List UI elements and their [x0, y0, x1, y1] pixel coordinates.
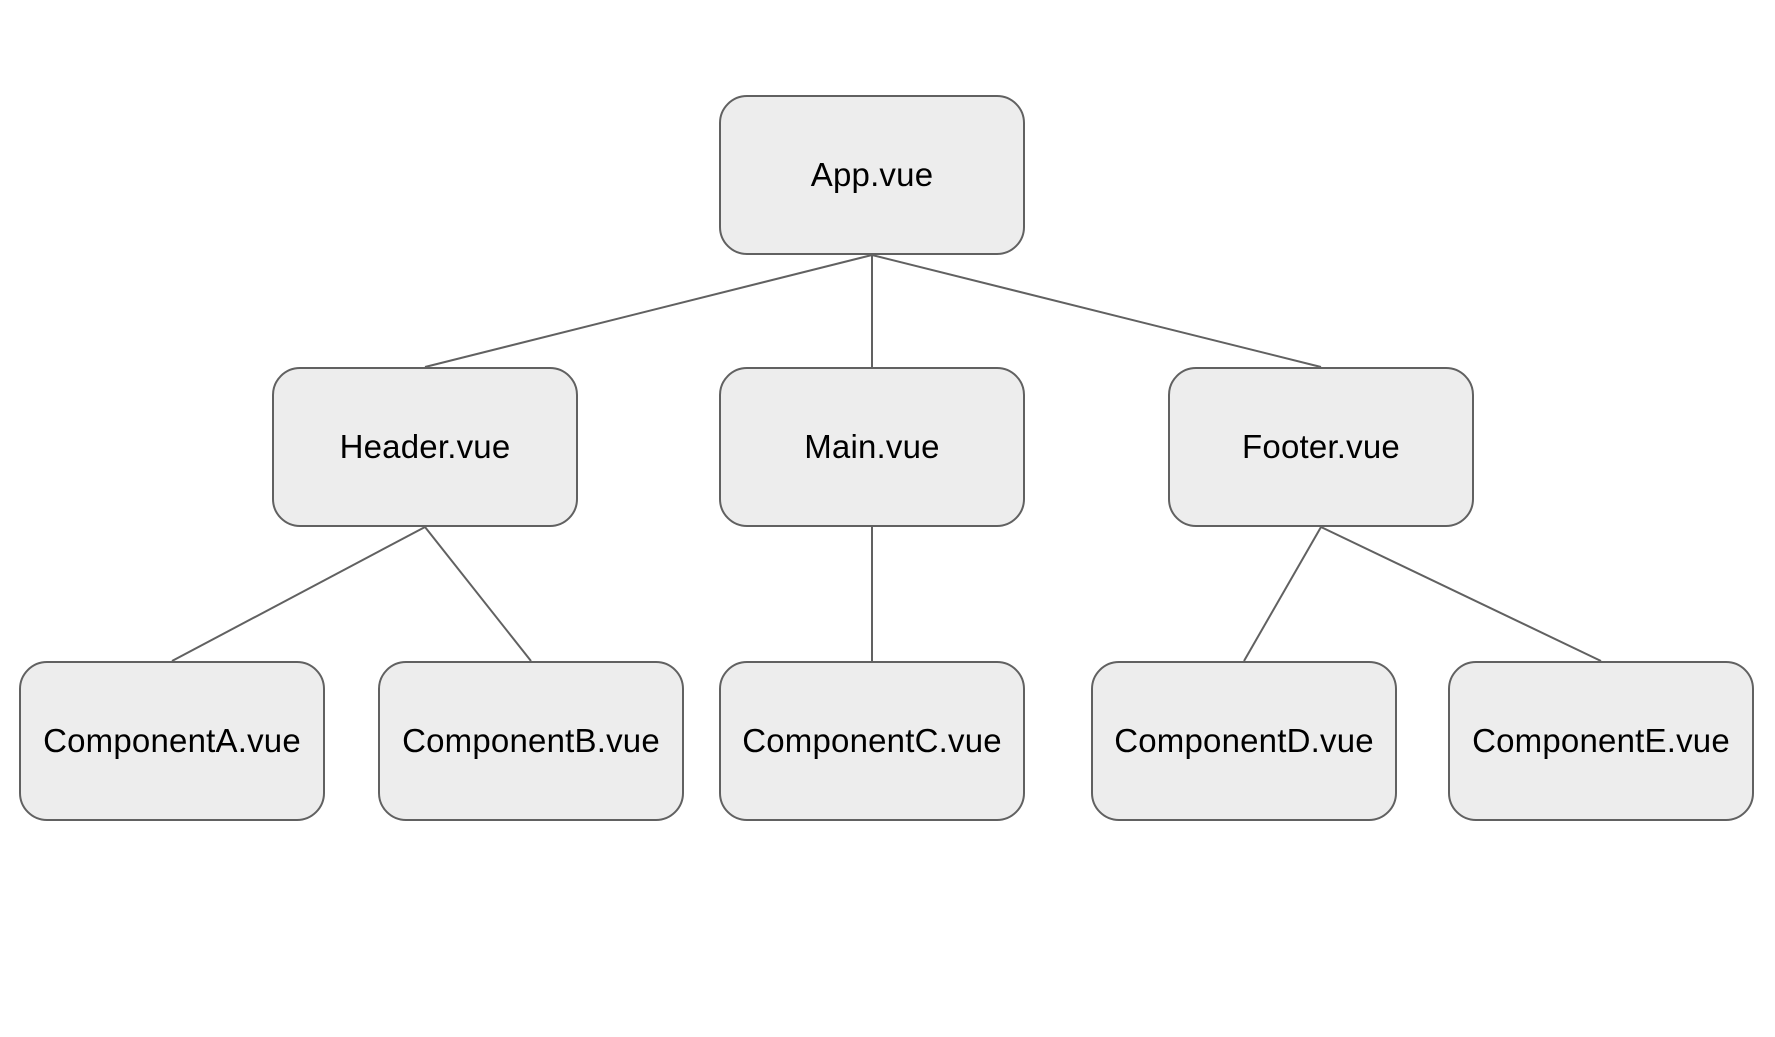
- edge-footer-compE: [1320, 526, 1602, 662]
- node-header-vue[interactable]: Header.vue: [272, 367, 578, 527]
- edge-app-header: [424, 254, 873, 368]
- node-footer-vue-label: Footer.vue: [1242, 428, 1400, 465]
- edge-header-compB: [424, 526, 532, 662]
- node-app-vue[interactable]: App.vue: [719, 95, 1025, 255]
- edge-app-footer: [871, 254, 1322, 368]
- node-componentb-vue-label: ComponentB.vue: [402, 722, 660, 759]
- node-componenta-vue[interactable]: ComponentA.vue: [19, 661, 325, 821]
- node-main-vue[interactable]: Main.vue: [719, 367, 1025, 527]
- node-componentd-vue[interactable]: ComponentD.vue: [1091, 661, 1397, 821]
- node-footer-vue[interactable]: Footer.vue: [1168, 367, 1474, 527]
- node-app-vue-label: App.vue: [810, 156, 934, 193]
- node-componentd-vue-label: ComponentD.vue: [1114, 722, 1374, 759]
- edge-header-compA: [171, 526, 426, 662]
- node-componentb-vue[interactable]: ComponentB.vue: [378, 661, 684, 821]
- node-header-vue-label: Header.vue: [339, 428, 511, 465]
- node-componentc-vue-label: ComponentC.vue: [742, 722, 1002, 759]
- node-main-vue-label: Main.vue: [804, 428, 940, 465]
- node-componente-vue[interactable]: ComponentE.vue: [1448, 661, 1754, 821]
- node-componente-vue-label: ComponentE.vue: [1472, 722, 1730, 759]
- node-componenta-vue-label: ComponentA.vue: [43, 722, 301, 759]
- node-componentc-vue[interactable]: ComponentC.vue: [719, 661, 1025, 821]
- edge-footer-compD: [1243, 526, 1322, 662]
